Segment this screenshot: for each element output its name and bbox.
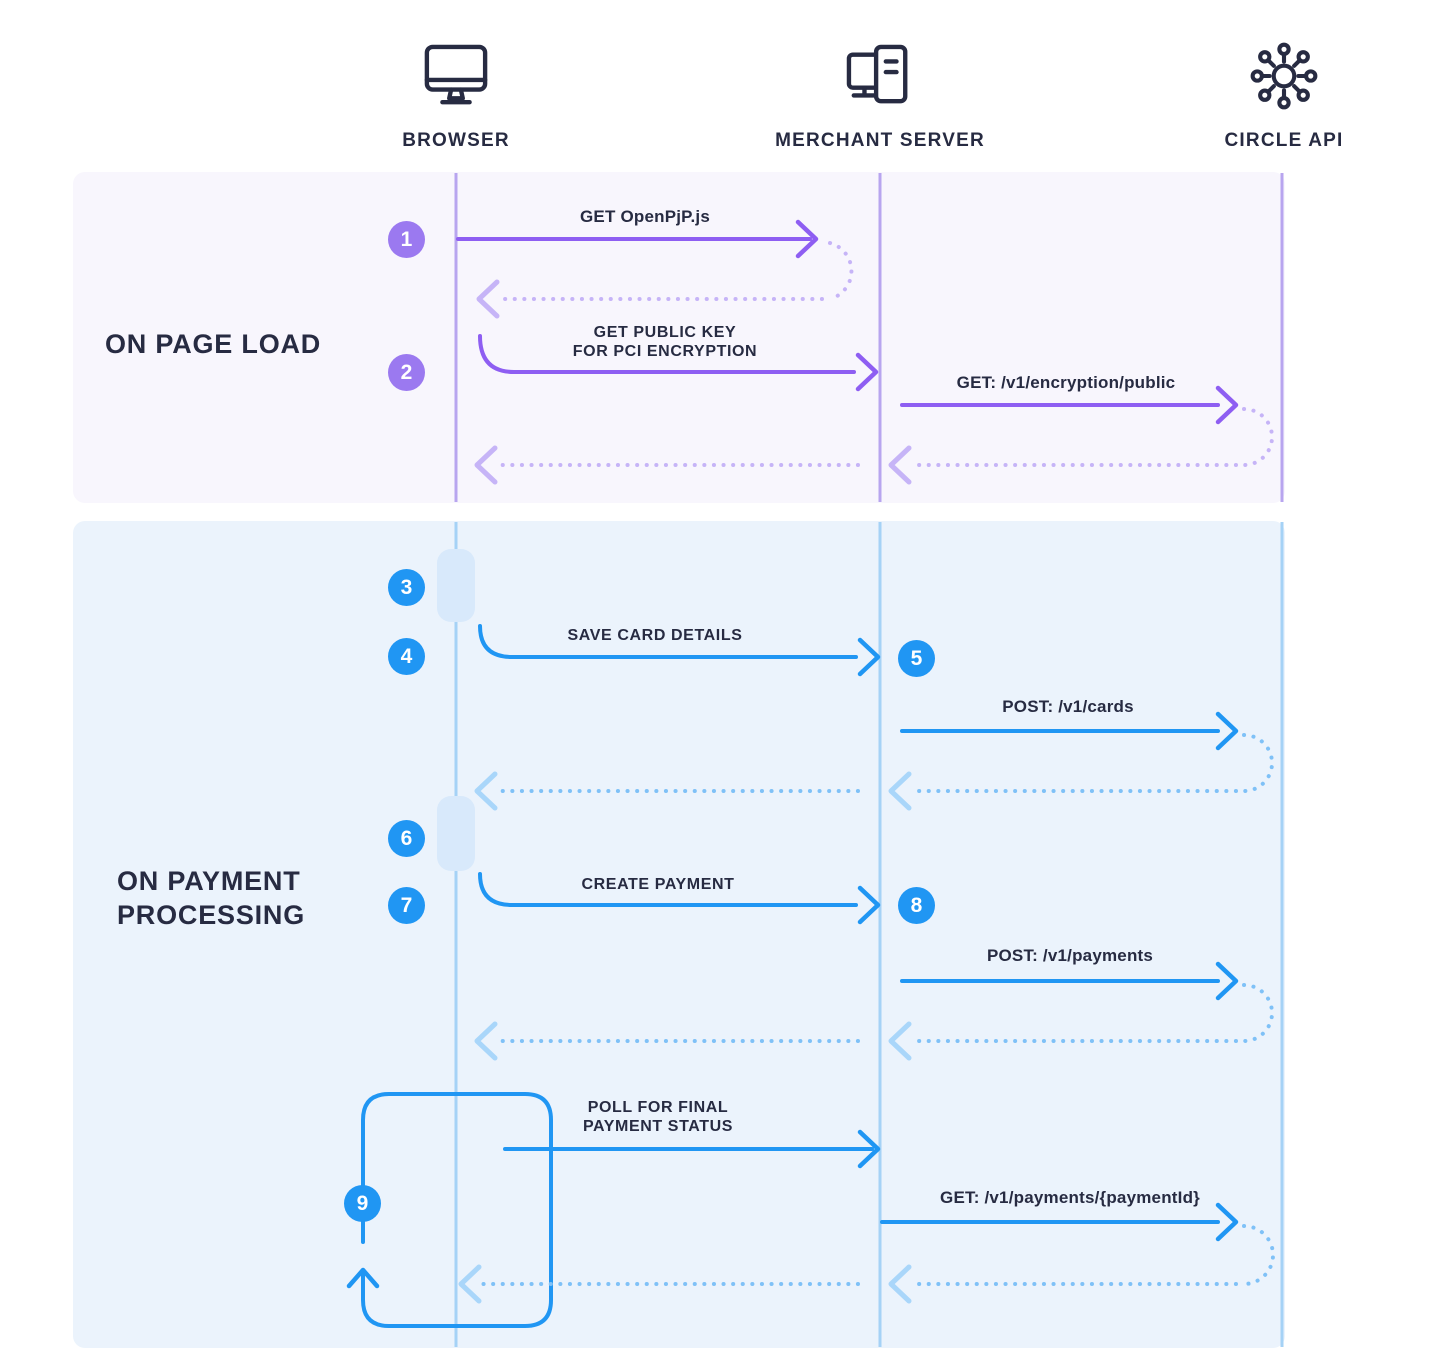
- arrow-post-payments: [888, 961, 1274, 1061]
- step-badge-6: 6: [388, 820, 425, 857]
- server-icon: [750, 34, 1010, 118]
- label-poll-status: POLL FOR FINAL PAYMENT STATUS: [582, 1099, 734, 1135]
- section-on-page-load: [73, 172, 1285, 503]
- monitor-icon: [326, 34, 586, 118]
- lifelines-page-load: [454, 173, 1284, 502]
- actor-label-merchant-server: MERCHANT SERVER: [775, 130, 985, 151]
- step-badge-4: 4: [388, 638, 425, 675]
- step-badge-5: 5: [898, 640, 935, 677]
- step-badge-8: 8: [898, 887, 935, 924]
- step-badge-3: 3: [388, 569, 425, 606]
- label-save-card-details: SAVE CARD DETAILS: [567, 627, 743, 644]
- actor-label-circle-api: CIRCLE API: [1224, 130, 1344, 151]
- label-get-payment-by-id: GET: /v1/payments/{paymentId}: [940, 1188, 1200, 1207]
- return-to-browser-poll: [458, 1264, 860, 1304]
- section-label-on-page-load: ON PAGE LOAD: [105, 329, 322, 359]
- lifelines-payment-processing: [454, 522, 1284, 1347]
- arrow-get-encryption-public: [888, 385, 1274, 485]
- label-get-encryption-public: GET: /v1/encryption/public: [956, 373, 1176, 392]
- actor-circle-api: CIRCLE API: [1154, 34, 1414, 152]
- activation-box-step6: [437, 796, 475, 871]
- return-to-browser-cards: [474, 771, 860, 811]
- actor-label-browser: BROWSER: [402, 130, 510, 151]
- arrow-post-cards: [888, 711, 1274, 811]
- return-to-browser-page-load: [474, 445, 860, 485]
- label-post-cards: POST: /v1/cards: [1002, 697, 1134, 716]
- step-badge-9: 9: [344, 1185, 381, 1222]
- return-to-browser-payments: [474, 1021, 860, 1061]
- arrow-save-card-details: [478, 624, 881, 677]
- step-badge-2: 2: [388, 354, 425, 391]
- section-label-on-payment-processing: ON PAYMENT PROCESSING: [117, 866, 306, 930]
- actor-merchant-server: MERCHANT SERVER: [750, 34, 1010, 152]
- arrow-get-payment-by-id: [880, 1202, 1275, 1304]
- arrow-create-payment: [478, 872, 881, 925]
- step-badge-7: 7: [388, 887, 425, 924]
- actor-browser: BROWSER: [326, 34, 586, 152]
- label-get-openpjp: GET OpenPjP.js: [579, 207, 711, 226]
- arrow-get-openpjp: [456, 219, 854, 319]
- activation-box-step3: [437, 549, 475, 622]
- arrow-get-public-key: [478, 334, 879, 392]
- poll-loop-box: [346, 1092, 553, 1328]
- step-badge-1: 1: [388, 221, 425, 258]
- label-post-payments: POST: /v1/payments: [986, 946, 1154, 965]
- label-create-payment: CREATE PAYMENT: [581, 876, 735, 893]
- arrow-poll-status: [503, 1129, 881, 1169]
- label-get-public-key: GET PUBLIC KEY FOR PCI ENCRYPTION: [572, 324, 758, 360]
- hub-icon: [1154, 34, 1414, 118]
